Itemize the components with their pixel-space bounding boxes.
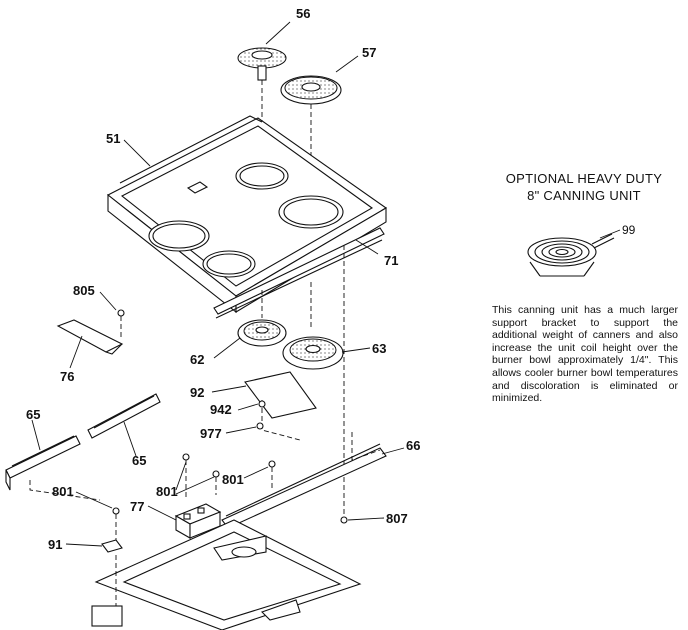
part-51-cooktop xyxy=(106,115,388,314)
label-56: 56 xyxy=(296,6,310,21)
label-801-center: 801 xyxy=(156,484,178,499)
part-805-screw xyxy=(117,309,125,340)
canning-unit-panel: OPTIONAL HEAVY DUTY 8" CANNING UNIT This… xyxy=(488,170,680,404)
label-71: 71 xyxy=(384,253,398,268)
label-65-left: 65 xyxy=(26,407,40,422)
part-807-screw xyxy=(340,516,348,524)
label-942: 942 xyxy=(210,402,232,417)
part-99-canning-unit-coil xyxy=(527,229,621,277)
part-65-side-trim-right xyxy=(87,393,161,439)
label-807: 807 xyxy=(386,511,408,526)
part-56-surface-element xyxy=(237,47,287,165)
part-65-side-trim-left xyxy=(5,435,81,491)
part-62-burner-bowl xyxy=(237,319,287,347)
label-91: 91 xyxy=(48,537,62,552)
label-63: 63 xyxy=(372,341,386,356)
label-801-right: 801 xyxy=(222,472,244,487)
part-801-screw xyxy=(212,470,220,495)
lower-chassis xyxy=(91,519,362,630)
label-62: 62 xyxy=(190,352,204,367)
label-76: 76 xyxy=(60,369,74,384)
label-801-left: 801 xyxy=(52,484,74,499)
part-57-surface-element xyxy=(280,75,342,190)
label-66: 66 xyxy=(406,438,420,453)
label-65-right: 65 xyxy=(132,453,146,468)
leader-lines xyxy=(31,21,405,547)
label-51: 51 xyxy=(106,131,120,146)
label-92: 92 xyxy=(190,385,204,400)
label-57: 57 xyxy=(362,45,376,60)
title-line-2: 8" CANNING UNIT xyxy=(527,188,641,203)
label-99: 99 xyxy=(622,223,636,237)
label-805: 805 xyxy=(73,283,95,298)
part-942-screw xyxy=(258,400,266,408)
title-line-1: OPTIONAL HEAVY DUTY xyxy=(505,171,663,186)
part-71-trim-strip xyxy=(213,227,385,520)
part-63-burner-bowl xyxy=(282,336,344,370)
canning-unit-title: OPTIONAL HEAVY DUTY 8" CANNING UNIT xyxy=(488,170,680,204)
part-77-terminal-block xyxy=(174,503,222,539)
canning-unit-description: This canning unit has a much larger supp… xyxy=(492,304,678,405)
part-66-side-rail xyxy=(221,432,387,529)
part-76-bracket xyxy=(56,319,124,355)
part-977-screw xyxy=(256,422,264,430)
label-77: 77 xyxy=(130,499,144,514)
part-801-screw xyxy=(268,460,276,490)
part-91-clip xyxy=(101,539,123,553)
leader-dash xyxy=(29,480,101,501)
label-977: 977 xyxy=(200,426,222,441)
part-92-bracket xyxy=(244,371,317,441)
part-801-screw xyxy=(182,453,190,500)
